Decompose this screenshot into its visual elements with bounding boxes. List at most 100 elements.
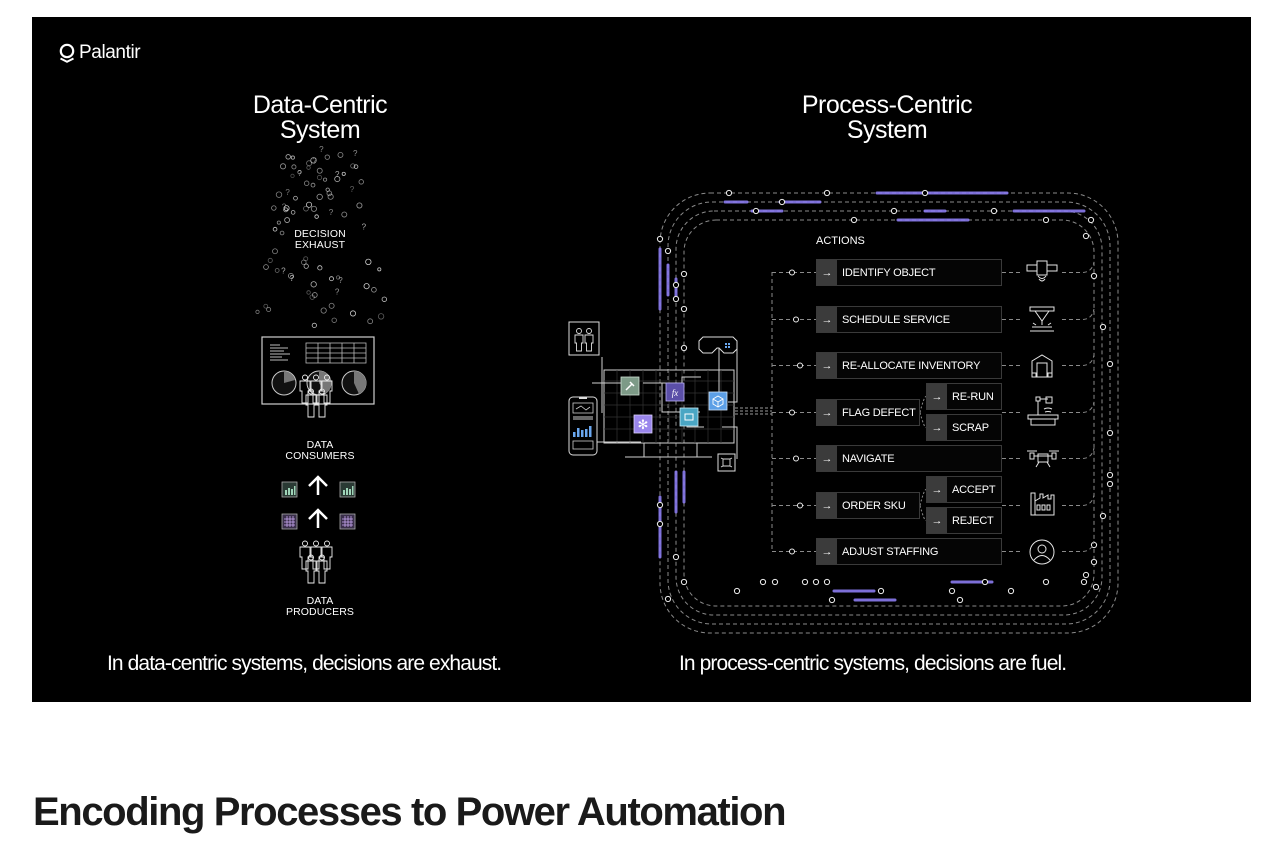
warehouse-icon: [1031, 354, 1053, 378]
bar-chart-icon: [281, 481, 298, 498]
particle: [349, 310, 357, 317]
label-line-1: DATA: [306, 595, 334, 607]
question-particle-icon: ?: [290, 274, 295, 283]
branch-re-run[interactable]: →RE-RUN: [926, 383, 1002, 410]
branch-reject[interactable]: →REJECT: [926, 507, 1002, 534]
arrow-right-icon: →: [817, 493, 837, 518]
particle: [266, 307, 272, 313]
branch-scrap[interactable]: →SCRAP: [926, 414, 1002, 441]
action-schedule-service[interactable]: →SCHEDULE SERVICE: [816, 306, 1002, 333]
particle: [353, 164, 359, 169]
loop-node: [823, 578, 831, 586]
action-label: RE-RUN: [952, 390, 994, 403]
title-line-2: System: [846, 116, 928, 144]
branch-accept[interactable]: →ACCEPT: [926, 476, 1002, 503]
loop-node: [921, 189, 929, 197]
particle: [291, 164, 297, 170]
loop-node: [656, 501, 664, 509]
particle: [358, 179, 364, 185]
table-grid-icon: [339, 513, 356, 530]
particle: [350, 163, 356, 169]
pie-chart-icon: [306, 370, 332, 396]
action-connectors: [771, 261, 1095, 555]
table-grid-icon: [281, 513, 298, 530]
label-line-2: PRODUCERS: [286, 606, 354, 618]
data-producers-label: DATA PRODUCERS: [270, 596, 370, 618]
arrow-right-icon: →: [927, 508, 947, 533]
loop-node: [1042, 578, 1050, 586]
loop-node: [1080, 578, 1088, 586]
equipment-connector: [1062, 494, 1095, 506]
particle: [297, 170, 302, 175]
hammer-icon: [620, 376, 640, 396]
loop-node: [778, 198, 786, 206]
particle: [263, 264, 269, 270]
action-re-allocate-inventory[interactable]: →RE-ALLOCATE INVENTORY: [816, 352, 1002, 379]
brand-name: Palantir: [79, 42, 141, 63]
particle: [310, 205, 317, 212]
particle: [341, 171, 346, 176]
loop-node: [793, 455, 799, 462]
particle: [328, 302, 335, 309]
action-label: SCHEDULE SERVICE: [842, 313, 950, 326]
loop-node: [1099, 323, 1107, 331]
loop-node: [1106, 480, 1114, 488]
process-centric-caption: In process-centric systems, decisions ar…: [679, 652, 1067, 675]
title-line-1: Process-Centric: [801, 91, 973, 119]
loop-node: [789, 269, 795, 276]
diagram-panel: Palantir Data-Centric System Process-Cen…: [32, 17, 1251, 702]
loop-path: [667, 201, 1111, 625]
particle: [290, 210, 296, 215]
particle: [381, 296, 388, 302]
loop-node: [725, 189, 733, 197]
question-particle-icon: ?: [329, 208, 334, 217]
particle: [306, 160, 313, 167]
equipment-connector: [1062, 401, 1095, 413]
particle: [285, 154, 291, 160]
loop-node: [828, 596, 836, 604]
particle: [325, 187, 330, 192]
particle: [274, 268, 280, 273]
action-label: ORDER SKU: [842, 499, 906, 512]
loop-node: [672, 295, 680, 303]
loop-node: [1087, 216, 1095, 224]
svg-text:fx: fx: [672, 388, 679, 398]
label-line-1: DECISION: [294, 228, 346, 240]
particle: [311, 322, 317, 328]
action-label: ACCEPT: [952, 483, 996, 496]
up-arrow-icon: [308, 475, 328, 495]
particle: [303, 205, 309, 212]
action-adjust-staffing[interactable]: →ADJUST STAFFING: [816, 538, 1002, 565]
people-icon: [568, 321, 600, 356]
arrow-right-icon: →: [817, 260, 837, 285]
loop-node: [680, 578, 688, 586]
question-particle-icon: ?: [338, 276, 343, 285]
particle: [267, 257, 273, 263]
action-navigate[interactable]: →NAVIGATE: [816, 445, 1002, 472]
action-identify-object[interactable]: →IDENTIFY OBJECT: [816, 259, 1002, 286]
arrow-right-icon: →: [817, 353, 837, 378]
title-line-2: System: [279, 116, 361, 144]
action-flag-defect[interactable]: →FLAG DEFECT: [816, 399, 920, 426]
particle: [283, 207, 289, 213]
vr-headset-icon: [698, 336, 738, 399]
process-centric-graphic: fx ✻: [568, 189, 1119, 634]
particle: [329, 276, 334, 282]
svg-text:✻: ✻: [638, 417, 649, 432]
loop-node: [823, 189, 831, 197]
question-particle-icon: ?: [285, 188, 290, 197]
particle: [331, 317, 337, 323]
loop-node: [797, 502, 803, 509]
loop-node: [672, 553, 680, 561]
particle: [365, 258, 372, 266]
particle: [288, 273, 294, 279]
particle: [377, 313, 385, 320]
loop-node: [1042, 216, 1050, 224]
particle: [314, 214, 319, 219]
action-order-sku[interactable]: → ORDER SKU: [816, 492, 920, 519]
palantir-logo-icon: [59, 43, 75, 63]
person-icon: [1029, 539, 1055, 565]
particle: [327, 193, 334, 200]
loop-node: [793, 316, 799, 323]
action-label: NAVIGATE: [842, 452, 895, 465]
